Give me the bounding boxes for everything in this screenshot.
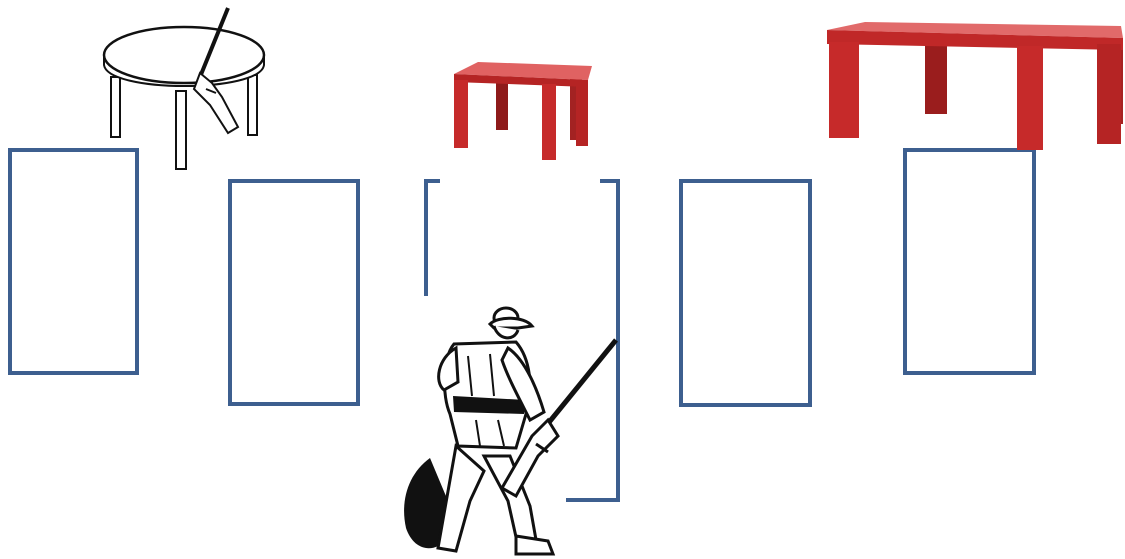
soldier-with-rifle-icon xyxy=(398,296,623,559)
empty-frame-5 xyxy=(903,148,1036,375)
small-red-side-table-icon xyxy=(450,60,595,162)
round-table-with-rifle-icon xyxy=(100,5,270,175)
large-red-coffee-table-icon xyxy=(825,20,1125,155)
empty-frame-2 xyxy=(228,179,360,406)
empty-frame-4 xyxy=(679,179,812,407)
empty-frame-1 xyxy=(8,148,139,375)
